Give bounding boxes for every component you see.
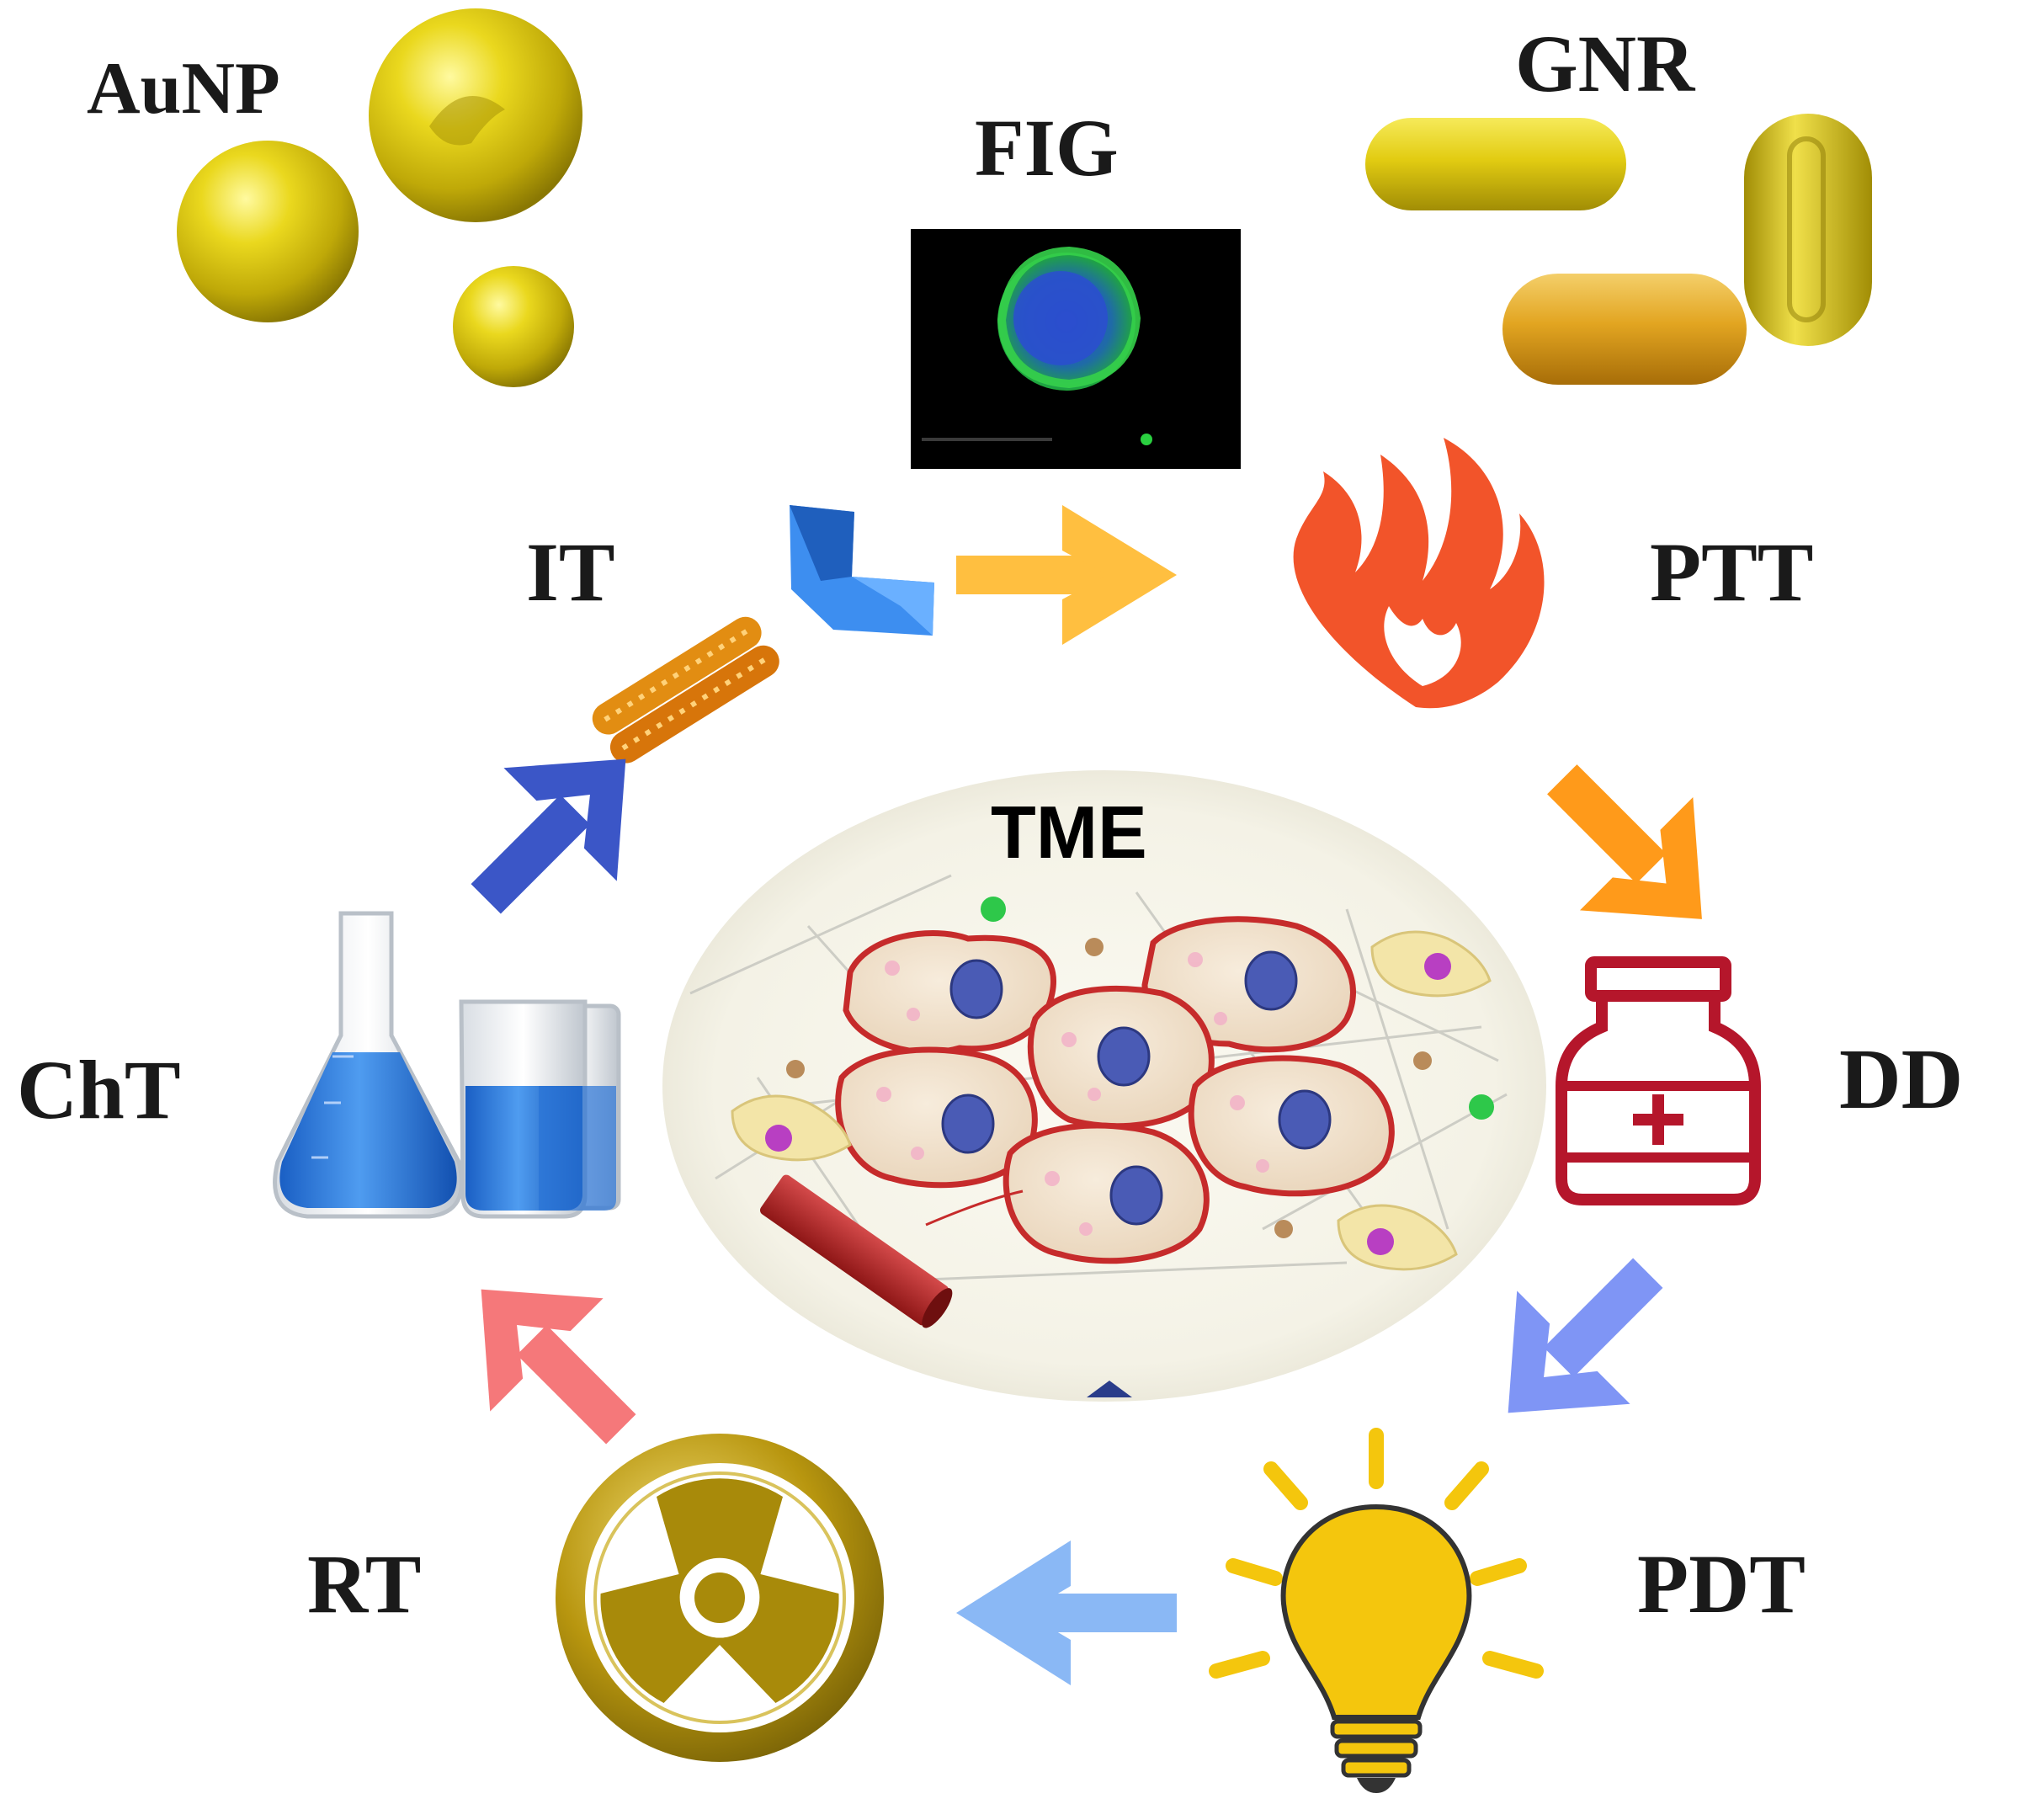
light-bulb-icon [1209, 1428, 1544, 1793]
label-aunp: AuNP [87, 48, 280, 130]
medicine-bottle-icon [1556, 956, 1761, 1205]
antibody-nanorod-icon [592, 505, 934, 764]
label-ptt: PTT [1650, 525, 1814, 619]
arrow-ptt-to-dd [1547, 764, 1702, 919]
label-it: IT [526, 525, 615, 619]
arrow-pdt-to-rt [956, 1541, 1177, 1685]
arrow-cht-to-it [471, 758, 626, 914]
arrow-dd-to-pdt [1508, 1258, 1663, 1413]
label-gnr: GNR [1515, 19, 1695, 109]
label-cht: ChT [17, 1043, 181, 1136]
label-rt: RT [307, 1537, 422, 1631]
label-tme: TME [991, 790, 1147, 874]
flame-icon [1293, 438, 1545, 709]
label-pdt: PDT [1637, 1537, 1806, 1631]
arrow-it-to-ptt [956, 505, 1177, 645]
tumor-cell-cluster [835, 916, 1395, 1264]
gold-nanorods-icon [1365, 114, 1872, 385]
fluorescence-micrograph [911, 229, 1241, 469]
tumor-microenvironment-illustration [662, 770, 1546, 1402]
label-fig: FIG [975, 103, 1119, 193]
radiation-icon [556, 1434, 884, 1762]
label-dd: DD [1839, 1032, 1964, 1127]
gold-nanoparticles-icon [177, 8, 582, 387]
arrow-rt-to-cht [481, 1289, 636, 1445]
flask-beaker-icon [273, 911, 621, 1219]
